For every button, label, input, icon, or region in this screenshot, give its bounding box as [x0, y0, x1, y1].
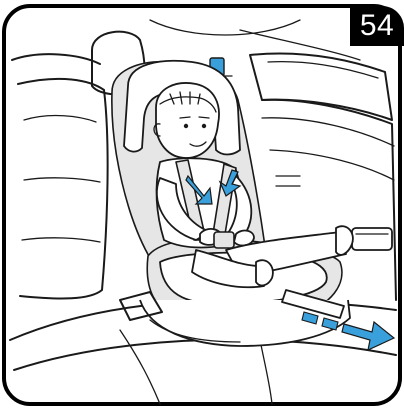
step-number-badge: 54: [350, 6, 404, 46]
